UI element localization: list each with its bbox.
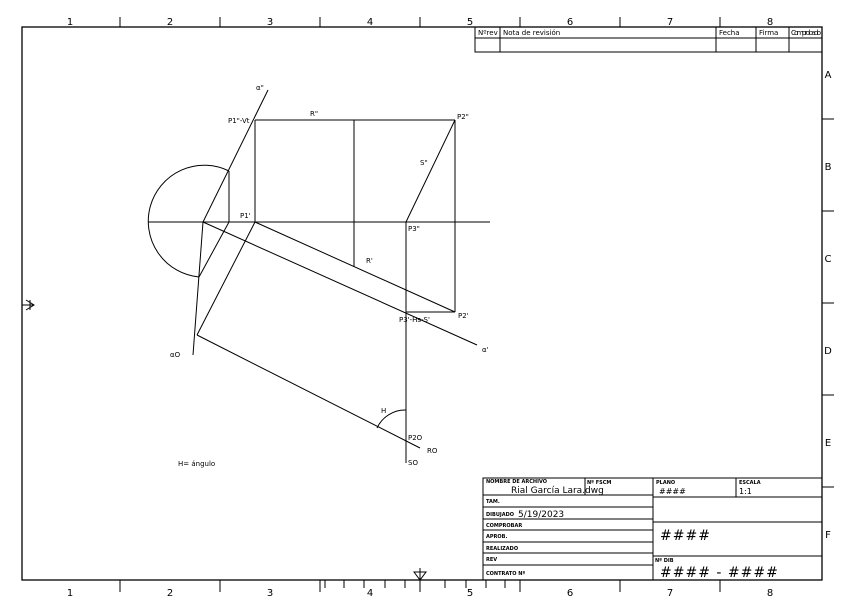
column-label-top: 5 [467, 17, 473, 28]
label-note-angle: H= ángulo [178, 460, 215, 468]
ndib-value: #### - #### [660, 565, 779, 581]
label-s-v: S" [420, 159, 428, 167]
drawing-title-value: #### [660, 528, 711, 544]
angle-h-arc [376, 409, 407, 429]
label-alpha-o: αO [170, 351, 181, 359]
s-vertical-projection [405, 119, 456, 223]
column-label-top: 8 [767, 17, 773, 28]
label-p2-h: P2' [458, 312, 469, 320]
ro-line [196, 334, 421, 449]
column-label-bottom: 2 [167, 588, 173, 599]
rev-header-checked: Compro bado [791, 29, 821, 37]
row-label-right: D [824, 346, 832, 357]
dibujado-label: DIBUJADO [486, 512, 514, 518]
label-h: H [381, 407, 386, 415]
column-label-bottom: 4 [367, 588, 373, 599]
label-r-h: R' [366, 257, 373, 265]
rev-header-number: Nºrev [478, 29, 498, 37]
row-label-right: F [825, 530, 831, 541]
label-p1v-vt: P1"-Vt [228, 117, 250, 125]
label-p2-v: P2" [457, 113, 469, 121]
escala-label: ESCALA [739, 480, 761, 486]
column-label-bottom: 5 [467, 588, 473, 599]
column-label-bottom: 6 [567, 588, 573, 599]
aprob-label: APROB. [486, 534, 507, 540]
center-mark-left [22, 299, 35, 311]
escala-value: 1:1 [739, 487, 752, 496]
alpha-horizontal-trace [202, 221, 478, 346]
label-so: SO [408, 459, 418, 467]
rev-header-signature: Firma [759, 29, 778, 37]
column-label-bottom: 7 [667, 588, 673, 599]
revision-table: Nºrev Nota de revisión Fecha Firma Compr… [474, 26, 823, 53]
column-label-top: 4 [367, 17, 373, 28]
comprobar-label: COMPROBAR [486, 523, 522, 529]
ndib-label: Nº DIB [655, 558, 674, 564]
column-label-top: 3 [267, 17, 273, 28]
drawing-labels: α" P1"-Vt R" P2" S" P1' P3" R' P3'-Hs-S'… [170, 84, 489, 468]
contrato-label: CONTRATO Nº [486, 571, 525, 577]
row-label-right: C [825, 254, 832, 265]
column-label-bottom: 3 [267, 588, 273, 599]
column-label-top: 7 [667, 17, 673, 28]
label-p2o: P2O [408, 434, 423, 442]
row-label-right: B [825, 162, 832, 173]
column-label-top: 1 [67, 17, 73, 28]
column-label-top: 2 [167, 17, 173, 28]
fscm-label: Nº FSCM [587, 480, 611, 486]
label-p1-h: P1' [240, 212, 251, 220]
label-alpha-h: α' [482, 346, 489, 354]
row-label-right: A [825, 70, 832, 81]
rev-label: REV [486, 557, 497, 563]
realizado-label: REALIZADO [486, 546, 518, 552]
rev-header-date: Fecha [719, 29, 740, 37]
column-label-top: 6 [567, 17, 573, 28]
column-label-bottom: 8 [767, 588, 773, 599]
rev-header-note: Nota de revisión [503, 29, 560, 37]
label-p3-v: P3" [408, 225, 420, 233]
column-label-bottom: 1 [67, 588, 73, 599]
rabatment-arc [147, 164, 230, 278]
label-alpha-v: α" [256, 84, 264, 92]
tam-label: TAM. [486, 499, 500, 505]
r-horizontal-projection [254, 221, 456, 313]
file-name-label: NOMBRE DE ARCHIVO [486, 479, 547, 485]
row-label-right: E [825, 438, 831, 449]
label-ro: RO [427, 447, 438, 455]
title-block: NOMBRE DE ARCHIVO Rial García Lara.dwg N… [482, 477, 823, 581]
alpha-o-line [192, 221, 204, 356]
label-p3-hs-s: P3'-Hs-S' [399, 316, 430, 324]
file-name-value: Rial García Lara.dwg [511, 486, 604, 496]
alpha-vertical-trace [202, 89, 269, 223]
dibujado-value: 5/19/2023 [518, 510, 564, 520]
label-r-v: R" [310, 110, 318, 118]
descriptive-geometry-construction [147, 89, 490, 463]
center-mark-bottom [413, 568, 427, 581]
plano-value: #### [659, 487, 686, 496]
plano-label: PLANO [656, 480, 675, 486]
